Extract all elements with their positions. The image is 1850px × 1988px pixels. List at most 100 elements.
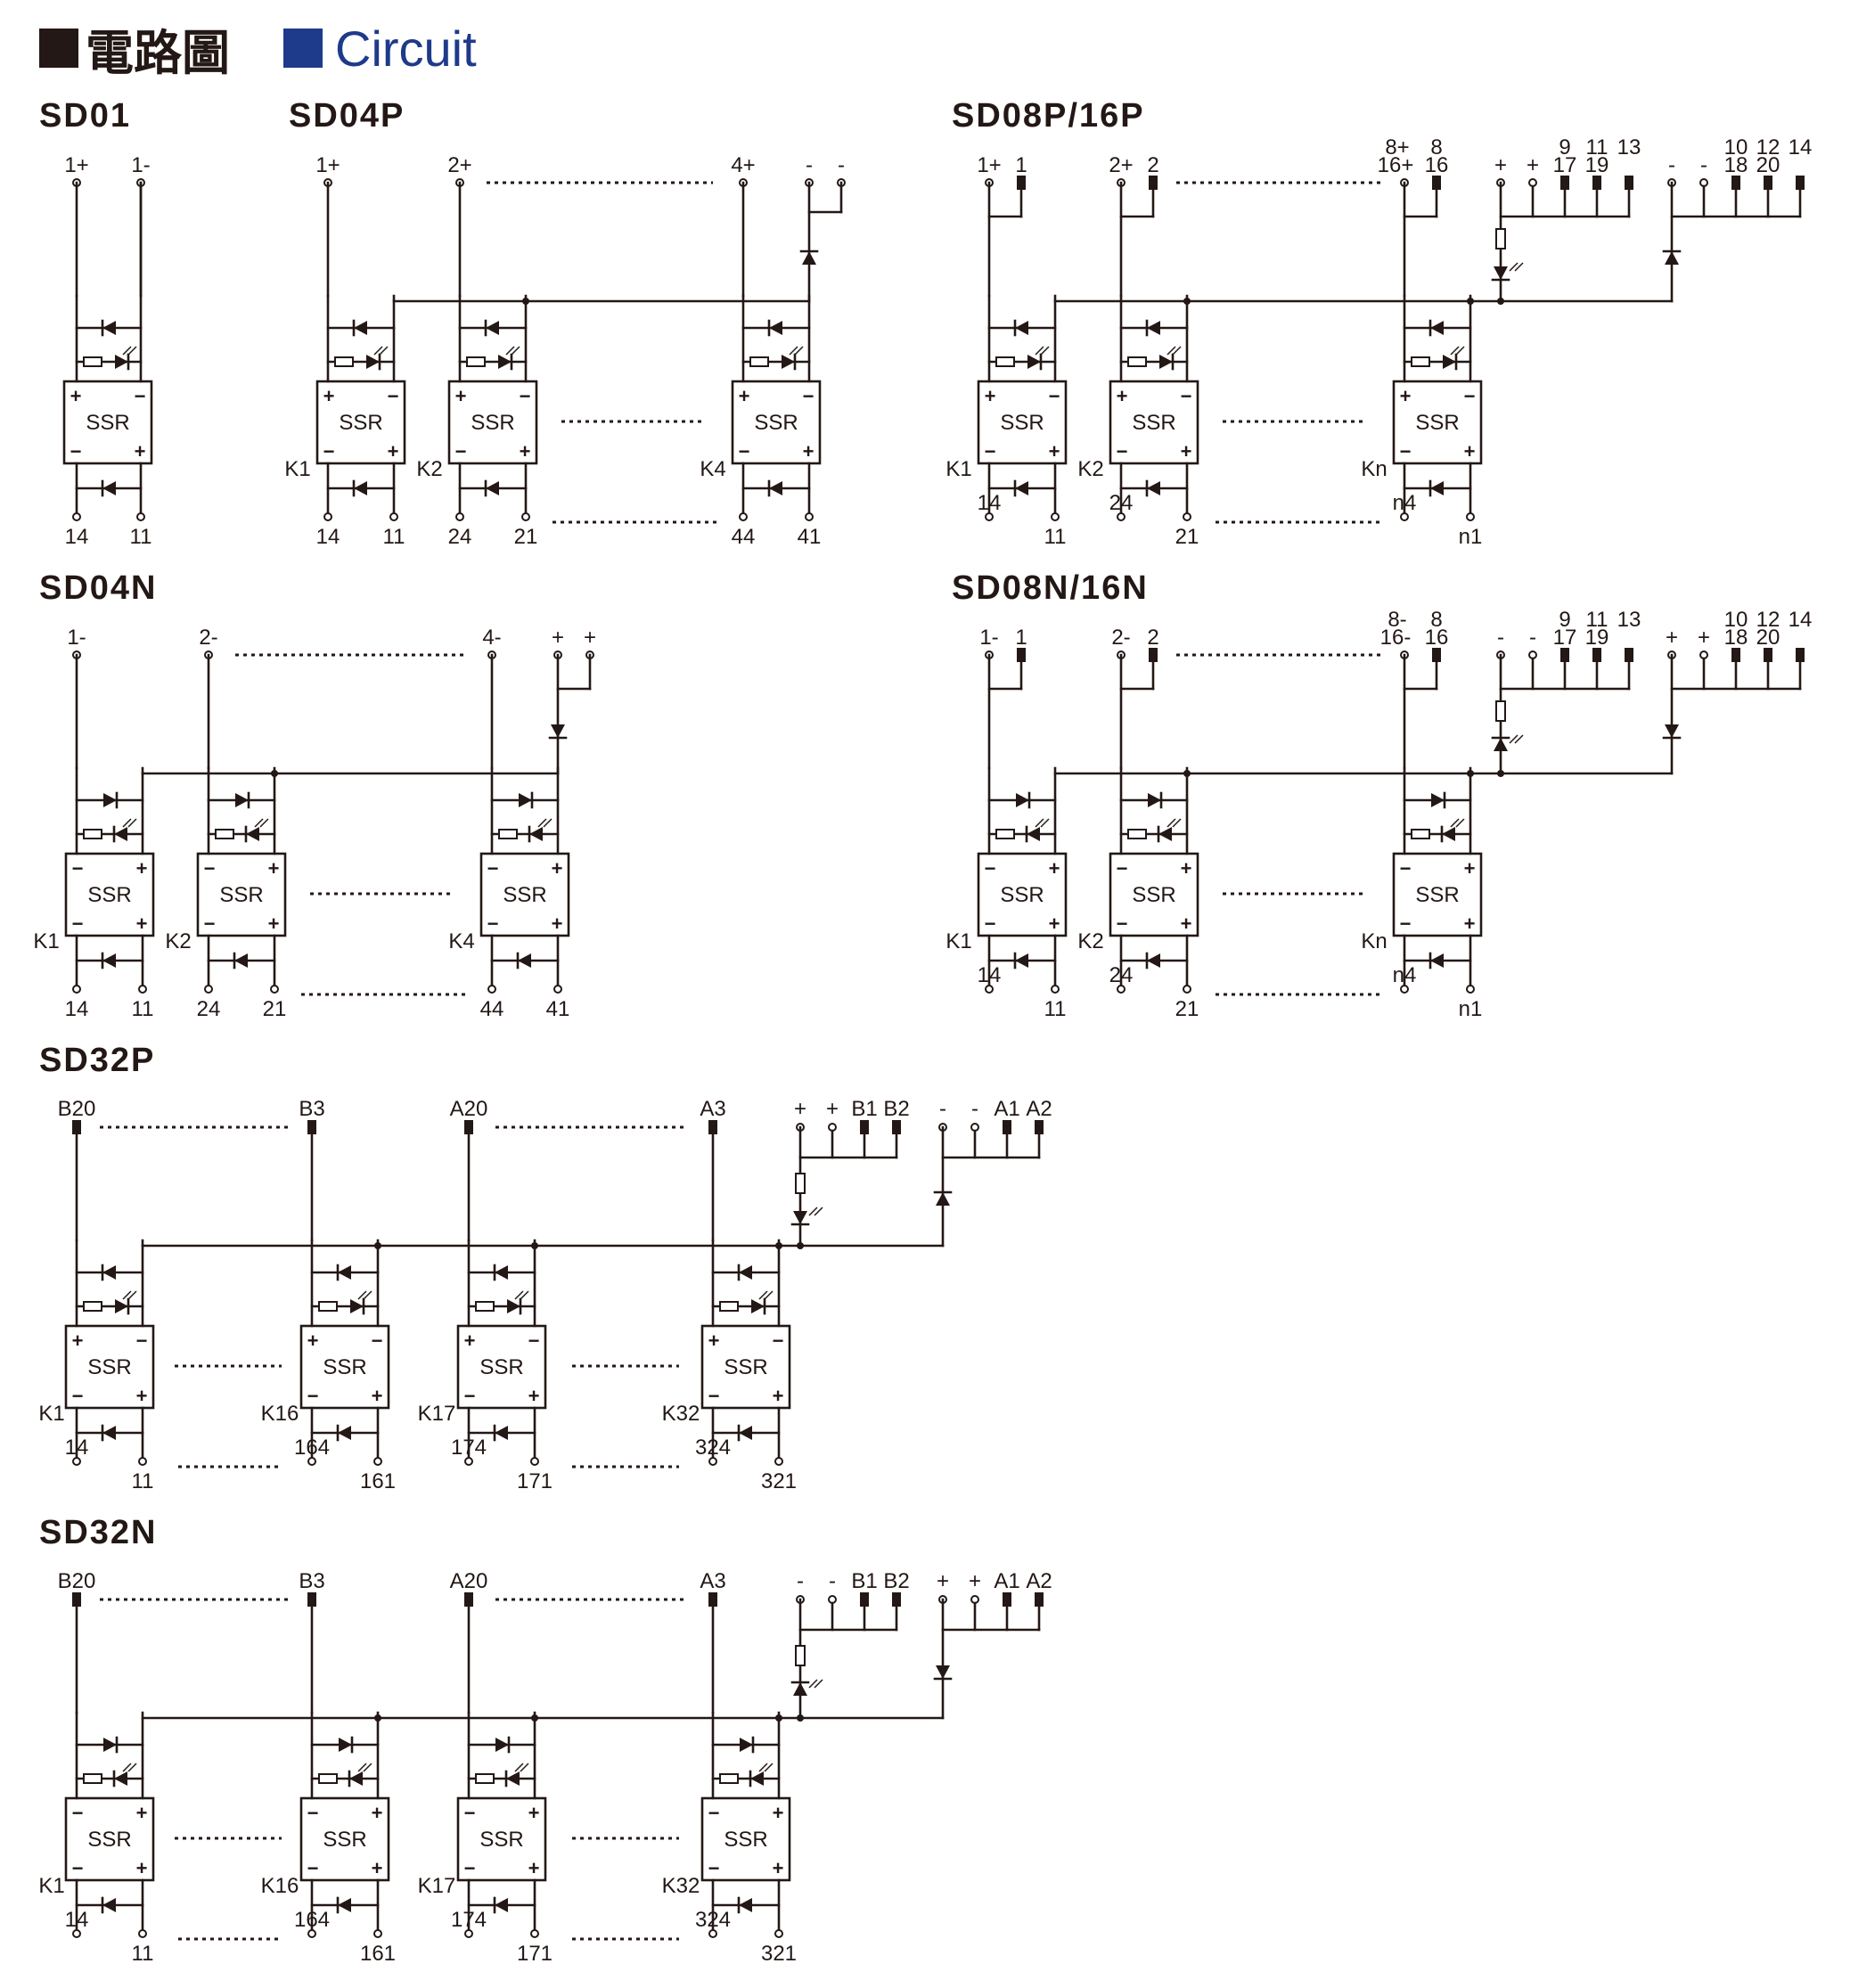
terminal — [985, 985, 994, 994]
resistor-icon — [475, 1301, 495, 1312]
resistor-icon — [1411, 829, 1430, 839]
diagram-title: SD04P — [289, 97, 405, 135]
terminal-block — [1035, 1120, 1044, 1134]
resistor-icon — [1411, 356, 1430, 367]
label: 8 — [1430, 135, 1442, 160]
light-arrows-icon — [122, 818, 137, 828]
terminal — [138, 985, 147, 994]
freewheel-diode-icon — [495, 1738, 509, 1752]
light-arrows-icon — [789, 346, 804, 356]
label: 11 — [132, 1469, 154, 1493]
terminal-block — [1764, 176, 1772, 190]
light-arrows-icon — [1450, 818, 1465, 828]
light-arrows-icon — [1166, 346, 1182, 356]
ssr-label: SSR — [1000, 883, 1044, 907]
ssr-module: SSR−+−+ — [299, 1711, 390, 1938]
led-icon — [366, 355, 380, 369]
terminal-block — [1017, 648, 1026, 662]
light-arrows-icon — [1450, 346, 1465, 356]
resistor-icon — [318, 1301, 338, 1312]
label: 11 — [132, 997, 154, 1021]
label: 1+ — [315, 153, 340, 177]
polarity-sign: + — [739, 385, 750, 407]
label: K16 — [261, 1402, 299, 1426]
ssr-label: SSR — [86, 411, 129, 435]
terminal-block — [1625, 176, 1633, 190]
diagram-title: SD01 — [39, 97, 131, 135]
ssr-box — [479, 852, 570, 937]
output-diode-icon — [495, 1898, 508, 1912]
polarity-sign: + — [708, 1329, 720, 1352]
label: 8 — [1430, 608, 1442, 632]
terminal — [389, 512, 398, 521]
terminal-block — [464, 1120, 473, 1134]
label: B20 — [58, 1097, 96, 1121]
terminal — [1466, 985, 1475, 994]
terminal-block — [1796, 176, 1805, 190]
label: 324 — [695, 1908, 731, 1932]
label: 16+ — [1378, 153, 1414, 177]
label: 14 — [1789, 608, 1813, 632]
ssr-box — [456, 1324, 547, 1410]
label: 18 — [1724, 153, 1748, 177]
polarity-sign: + — [1181, 912, 1192, 935]
ssr-module: SSR+−−+ — [977, 294, 1068, 521]
terminal — [373, 1929, 382, 1938]
polarity-sign: + — [773, 1385, 784, 1407]
terminal — [708, 1929, 717, 1938]
label: K4 — [448, 929, 474, 953]
freewheel-diode-icon — [519, 793, 532, 807]
terminal — [270, 985, 279, 994]
polarity-sign: − — [204, 857, 216, 879]
label: A20 — [450, 1097, 488, 1121]
label: A3 — [700, 1097, 725, 1121]
ssr-box — [447, 380, 538, 465]
ssr-module: SSR+−−+ — [1392, 294, 1483, 521]
label: 44 — [480, 997, 504, 1021]
ssr-label: SSR — [87, 883, 131, 907]
terminal-block — [1149, 648, 1158, 662]
ssr-label: SSR — [1000, 411, 1044, 435]
ssr-module: SSR+−−+ — [1109, 294, 1199, 521]
resistor-icon — [795, 1645, 806, 1666]
terminal-block — [1432, 176, 1441, 190]
resistor-icon — [795, 1173, 806, 1194]
ssr-module: SSR−+−+ — [700, 1711, 791, 1938]
output-diode-icon — [495, 1426, 508, 1440]
freewheel-diode-icon — [1431, 793, 1445, 807]
label: 324 — [695, 1436, 731, 1460]
label: 164 — [294, 1436, 330, 1460]
terminal-block — [1560, 648, 1569, 662]
polarity-sign: − — [70, 440, 82, 462]
polarity-sign: + — [1464, 857, 1476, 879]
led-icon — [1159, 355, 1173, 369]
label: K32 — [662, 1402, 700, 1426]
label: 1 — [1015, 626, 1027, 650]
label: - — [797, 1569, 804, 1593]
resistor-icon — [83, 356, 102, 367]
terminal — [487, 985, 496, 994]
freewheel-diode-icon — [495, 1265, 508, 1280]
output-diode-icon — [102, 953, 116, 968]
polarity-sign: + — [372, 1857, 383, 1879]
label: 1- — [131, 153, 150, 177]
polarity-sign: − — [388, 385, 399, 407]
label: - — [1700, 153, 1707, 177]
terminal — [373, 1457, 382, 1466]
polarity-sign: − — [307, 1802, 319, 1824]
label: 1- — [67, 626, 86, 650]
output-diode-icon — [486, 481, 499, 495]
led-icon — [751, 1299, 765, 1313]
terminal-block — [860, 1120, 869, 1134]
polarity-sign: − — [487, 912, 499, 935]
terminal — [739, 512, 748, 521]
polarity-sign: + — [136, 1857, 148, 1879]
led-icon — [1442, 827, 1455, 841]
ssr-box — [64, 1796, 155, 1882]
label: K1 — [945, 457, 971, 481]
label: n1 — [1459, 525, 1483, 549]
resistor-icon — [334, 356, 354, 367]
label: A3 — [700, 1569, 725, 1593]
polarity-sign: + — [70, 385, 82, 407]
